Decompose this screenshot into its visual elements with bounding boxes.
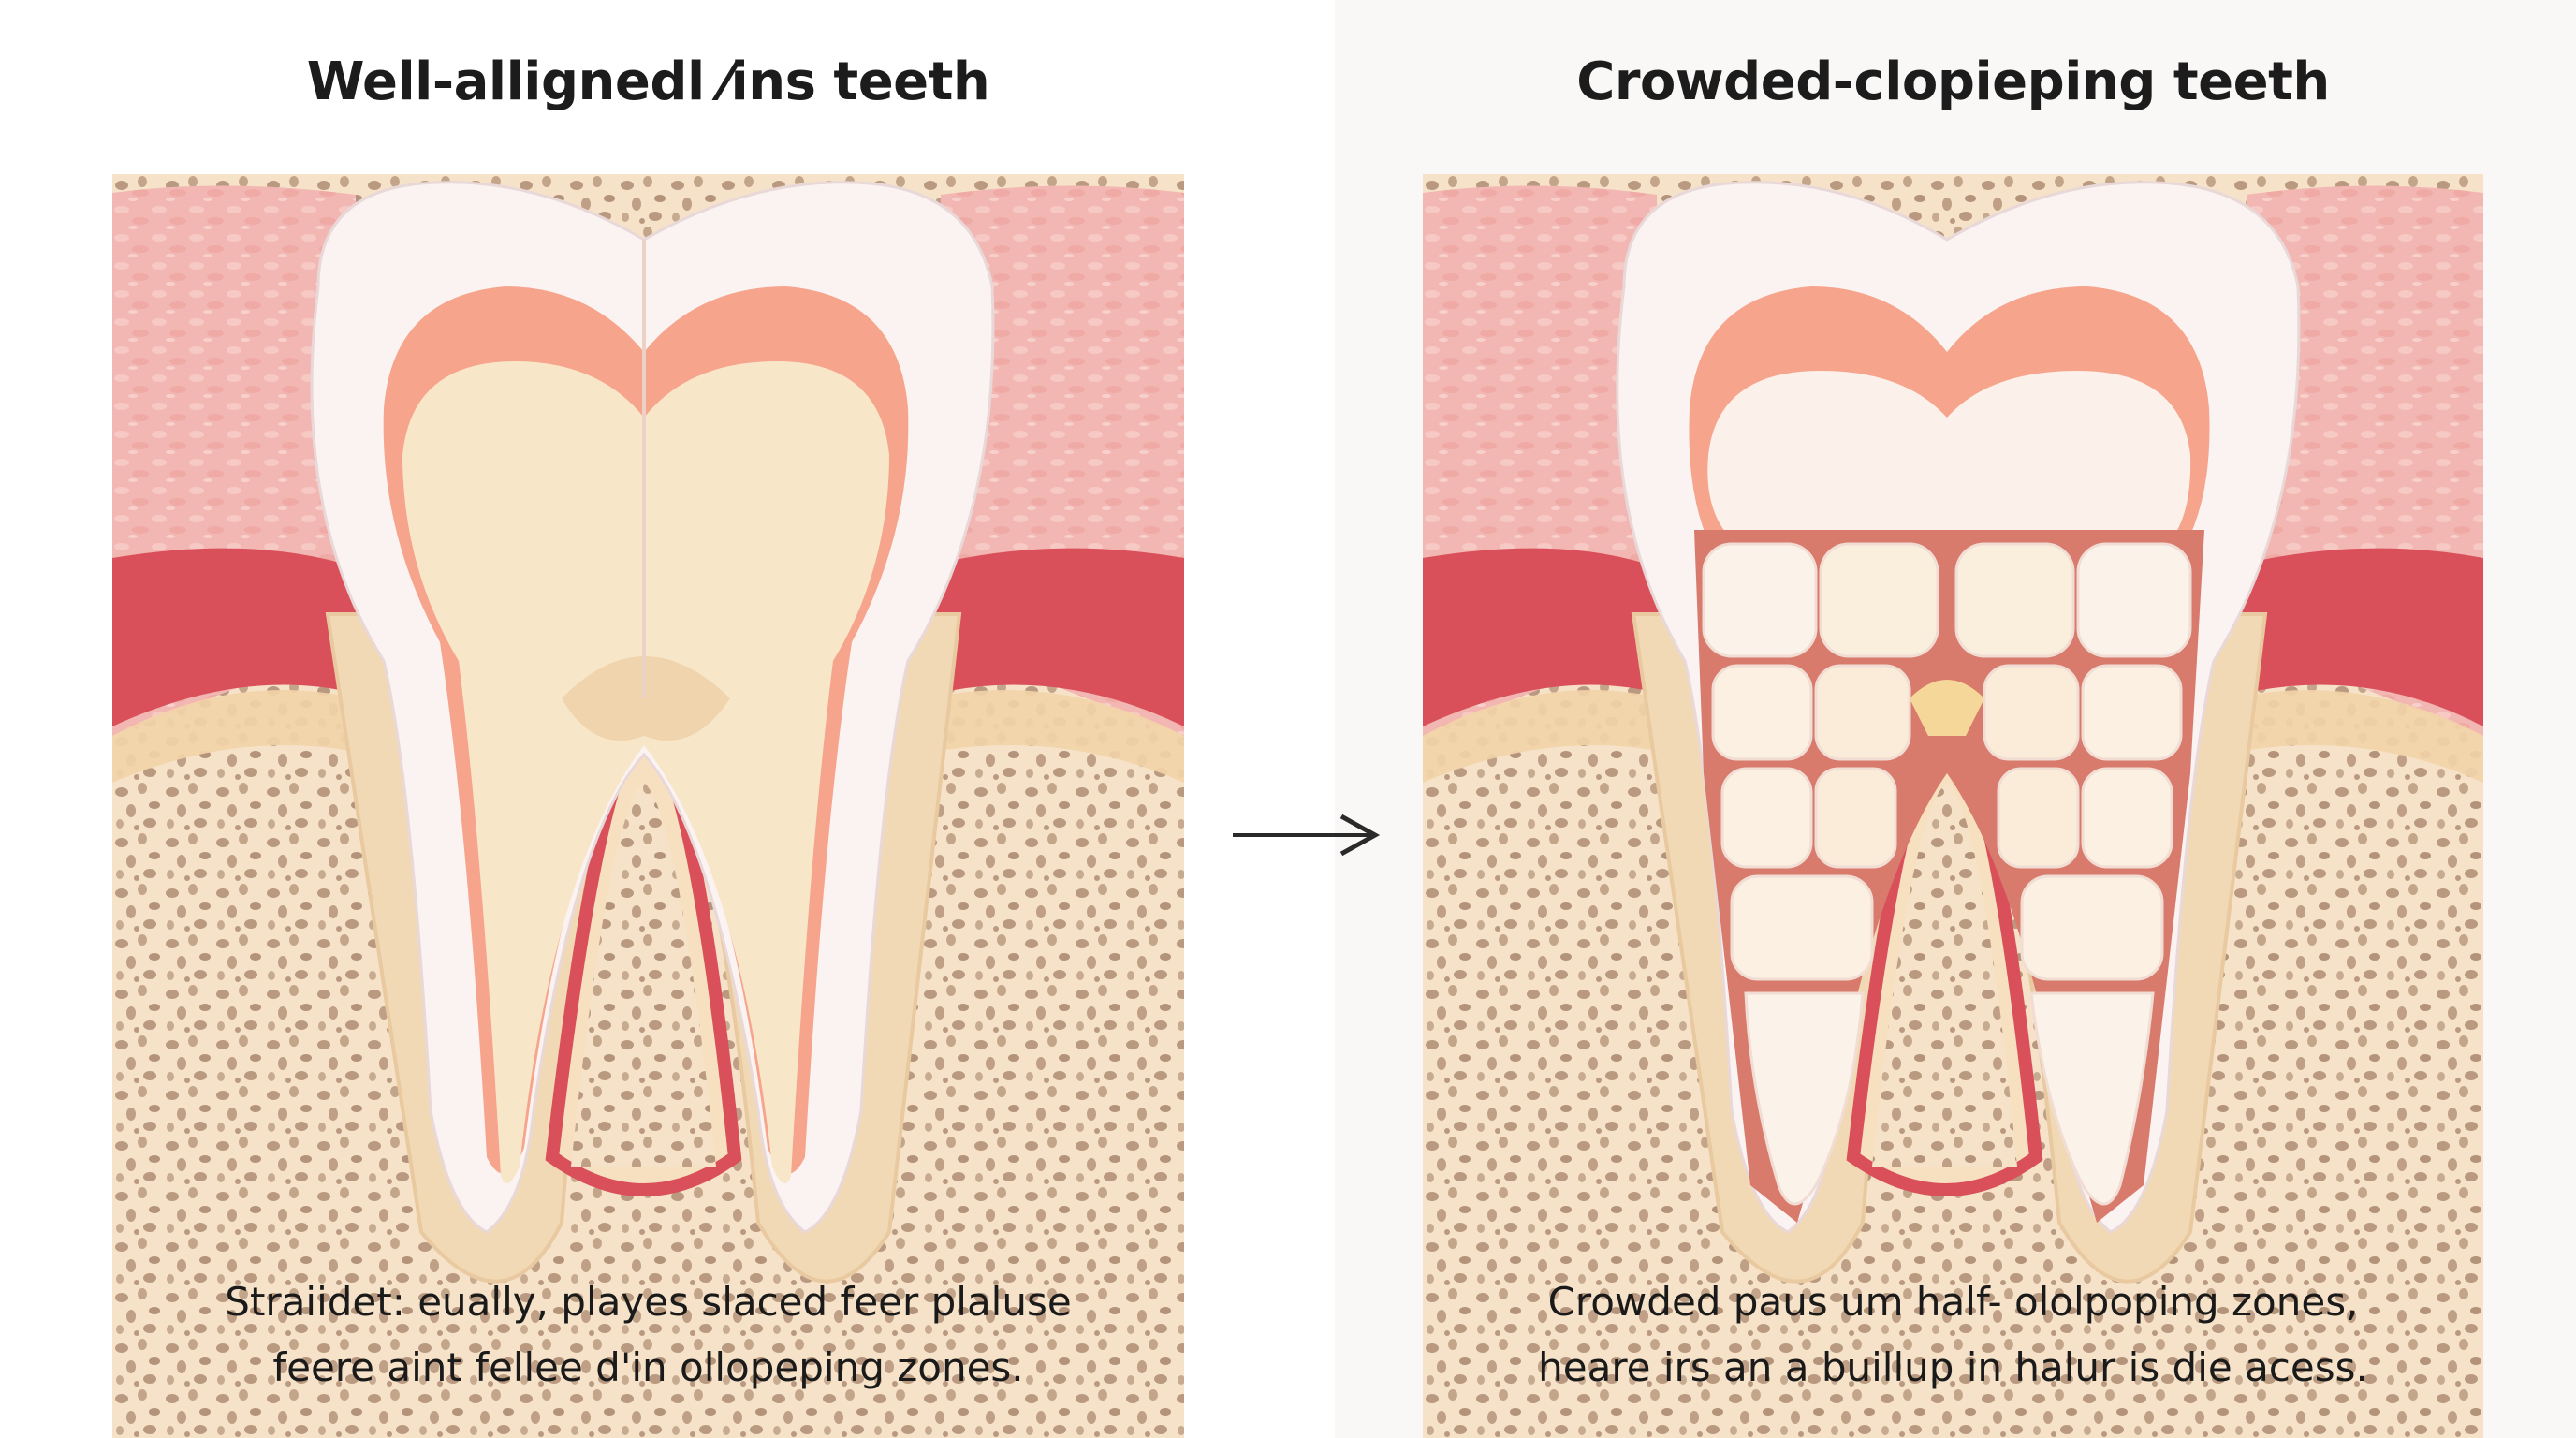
left-caption-line-2: feere aint fellee d'in ollopeping zones. [272,1344,1024,1390]
crowded-teeth-illustration [1423,174,2483,1438]
left-caption-line-1: Straiidet: eually, playes slaced feer pl… [225,1279,1072,1325]
well-aligned-teeth-illustration [112,174,1184,1438]
left-panel-title: Well-allignedl ⁄ins teeth [306,51,990,112]
crowded-teeth-cluster [1702,542,2192,1206]
gum-margin-right [917,548,1184,726]
right-panel-title: Crowded-clopieping teeth [1576,51,2330,112]
right-panel-caption: Crowded paus um half- ololpoping zones, … [1423,1269,2483,1401]
right-caption-line-1: Crowded paus um half- ololpoping zones, [1547,1279,2359,1325]
left-panel-caption: Straiidet: eually, playes slaced feer pl… [112,1269,1184,1401]
aligned-tooth [310,181,995,1234]
gum-margin-right [2223,548,2483,726]
right-caption-line-2: heare irs an a buillup in halur is die a… [1538,1344,2368,1390]
gum-margin-left [1423,548,1676,726]
right-arrow-icon [1233,814,1381,857]
gum-margin-left [112,548,374,726]
